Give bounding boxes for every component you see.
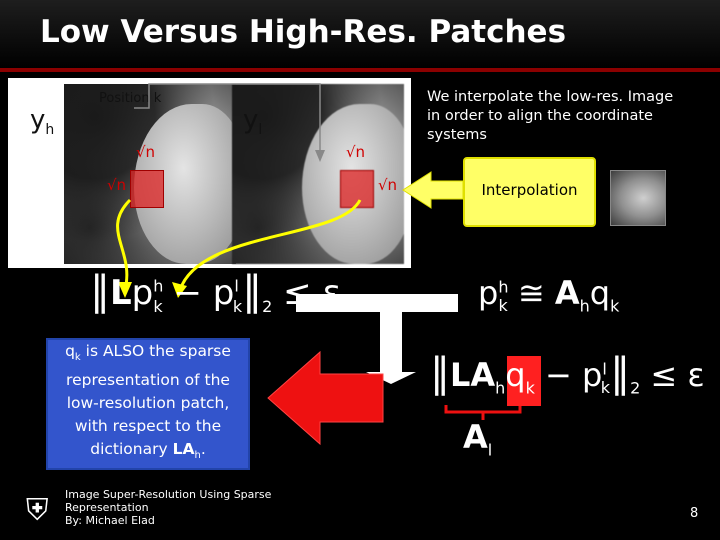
patch-size-label-side-left: √n [107, 176, 127, 194]
patch-size-label-side-right: √n [378, 176, 398, 194]
interpolation-description: We interpolate the low-res. Image in ord… [427, 89, 674, 143]
interpolation-box: Interpolation [463, 157, 596, 227]
title-bar [0, 0, 720, 72]
low-res-thumbnail [610, 170, 666, 226]
high-res-photo [64, 84, 236, 264]
red-arrow-left [267, 350, 384, 446]
footer-text: Image Super-Resolution Using Sparse Repr… [65, 488, 272, 527]
formula-4: Al [463, 418, 493, 460]
arrow-left-patch [116, 198, 132, 291]
patch-size-label-top-left: √n [136, 143, 156, 161]
position-k-label: Position k [99, 91, 162, 106]
low-res-photo [232, 84, 404, 264]
formula-3: ‖LAhqk − plk‖2 ≤ ε [430, 350, 705, 398]
label-yl: yl [243, 105, 263, 139]
label-yh: yh [30, 105, 55, 139]
patch-high-res [130, 170, 164, 208]
patch-low-res [340, 170, 374, 208]
formula-1: ‖Lphk − plk‖2 ≤ ε [90, 268, 341, 316]
formula-2: phk ≅ Ahqk [478, 274, 620, 316]
arrow-right-patch [178, 199, 362, 291]
page-number: 8 [690, 506, 699, 521]
t-connector [296, 294, 458, 372]
description-box: qk is ALSO the sparse representation of … [46, 338, 250, 470]
qk-highlight [507, 356, 541, 406]
patch-size-label-top-right: √n [346, 143, 366, 161]
slide-title: Low Versus High-Res. Patches [40, 14, 567, 50]
interpolation-arrow [402, 171, 464, 209]
brace-under-LAh [444, 405, 522, 414]
technion-logo-glyph: ⛨ [26, 493, 49, 528]
position-link-line [134, 83, 321, 152]
